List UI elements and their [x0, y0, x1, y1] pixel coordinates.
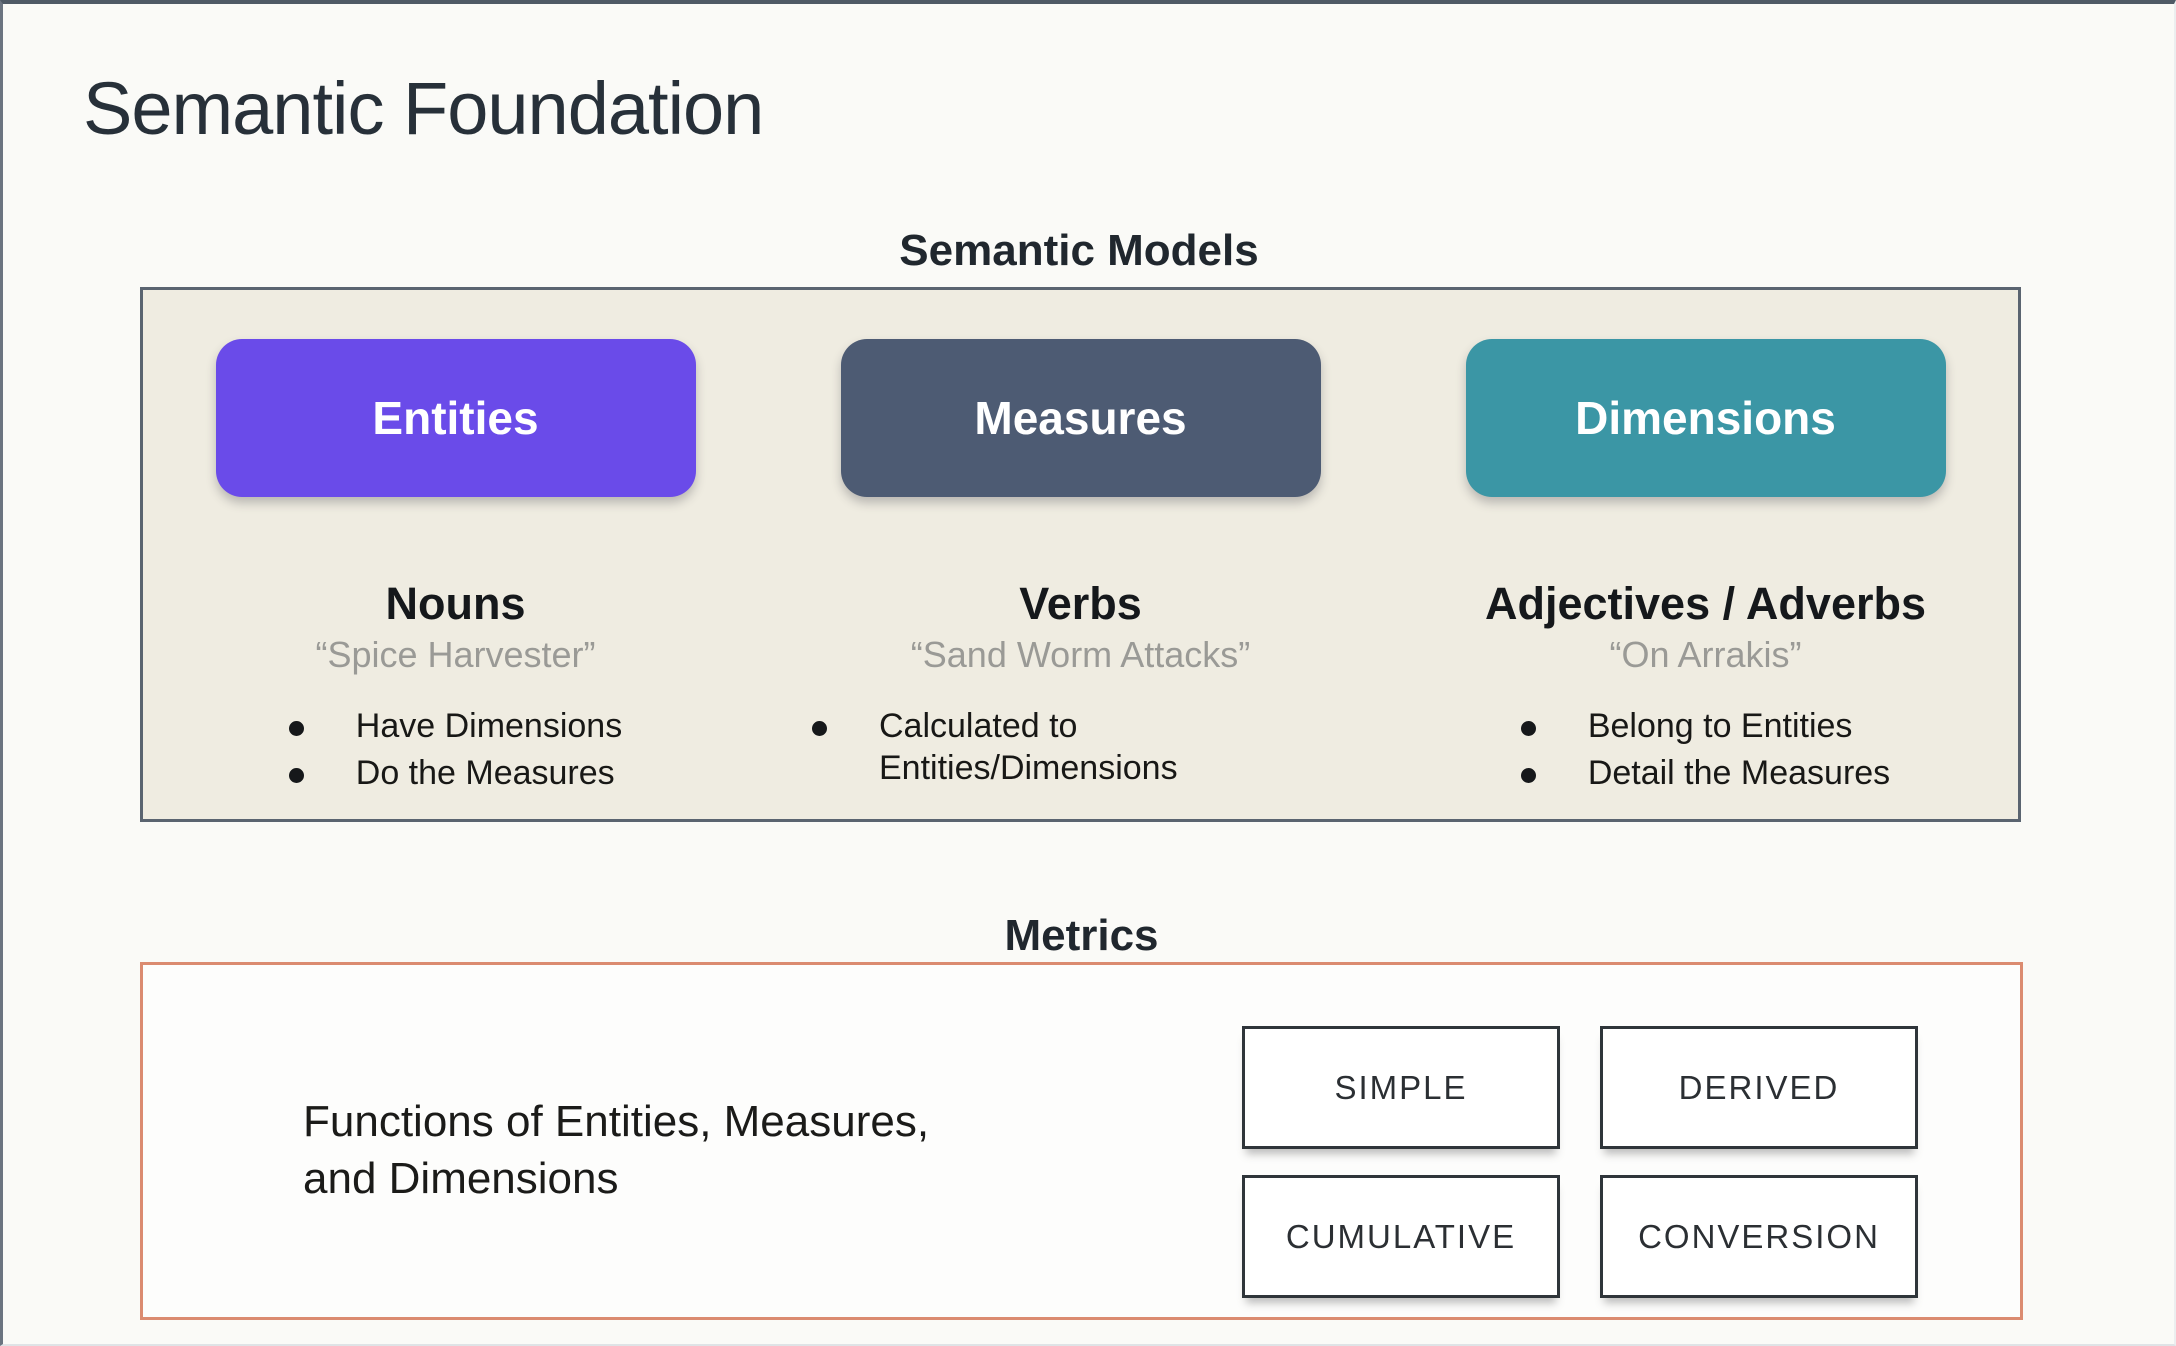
- bullet-dot-icon: [288, 767, 304, 783]
- measures-part-of-speech: Verbs: [1019, 578, 1142, 629]
- bullet-item: Have Dimensions: [288, 706, 622, 747]
- bullet-item: Belong to Entities: [1520, 706, 1890, 747]
- metric-type-cumulative: CUMULATIVE: [1242, 1175, 1560, 1298]
- dimensions-pill: Dimensions: [1465, 339, 1946, 497]
- bullet-item: Do the Measures: [288, 753, 622, 794]
- measures-example-quote: “Sand Worm Attacks”: [910, 634, 1251, 675]
- dimensions-example-quote: “On Arrakis”: [1609, 634, 1802, 675]
- metric-type-derived: DERIVED: [1600, 1026, 1918, 1149]
- measures-pill: Measures: [840, 339, 1321, 497]
- dimensions-column: Dimensions Adjectives / Adverbs “On Arra…: [1393, 290, 2018, 819]
- entities-column: Entities Nouns “Spice Harvester” Have Di…: [143, 290, 768, 819]
- bullet-item: Calculated to Entities/Dimensions: [812, 706, 1349, 789]
- measures-bullet-list: Calculated to Entities/Dimensions: [812, 701, 1349, 794]
- semantic-models-panel: Entities Nouns “Spice Harvester” Have Di…: [140, 287, 2021, 822]
- bullet-item: Detail the Measures: [1520, 753, 1890, 794]
- metrics-description-line1: Functions of Entities, Measures,: [303, 1097, 930, 1146]
- semantic-models-heading: Semantic Models: [899, 226, 1259, 275]
- measures-column: Measures Verbs “Sand Worm Attacks” Calcu…: [768, 290, 1393, 819]
- bullet-dot-icon: [812, 721, 827, 737]
- metrics-description: Functions of Entities, Measures, and Dim…: [303, 1093, 929, 1207]
- dimensions-bullet-list: Belong to Entities Detail the Measures: [1520, 701, 1890, 799]
- metrics-heading: Metrics: [1004, 911, 1159, 960]
- metric-type-conversion: CONVERSION: [1600, 1175, 1918, 1298]
- entities-bullet-list: Have Dimensions Do the Measures: [288, 701, 622, 799]
- bullet-dot-icon: [288, 721, 304, 737]
- entities-part-of-speech: Nouns: [385, 578, 526, 629]
- bullet-dot-icon: [1520, 721, 1536, 737]
- metric-types-grid: SIMPLE DERIVED CUMULATIVE CONVERSION: [1242, 1026, 1918, 1298]
- bullet-dot-icon: [1520, 767, 1536, 783]
- entities-example-quote: “Spice Harvester”: [315, 634, 596, 675]
- metrics-description-line2: and Dimensions: [303, 1154, 619, 1204]
- slide-title: Semantic Foundation: [83, 67, 764, 150]
- metric-type-simple: SIMPLE: [1242, 1026, 1560, 1149]
- entities-pill: Entities: [215, 339, 696, 497]
- metrics-panel: Functions of Entities, Measures, and Dim…: [140, 962, 2023, 1320]
- dimensions-part-of-speech: Adjectives / Adverbs: [1484, 578, 1926, 629]
